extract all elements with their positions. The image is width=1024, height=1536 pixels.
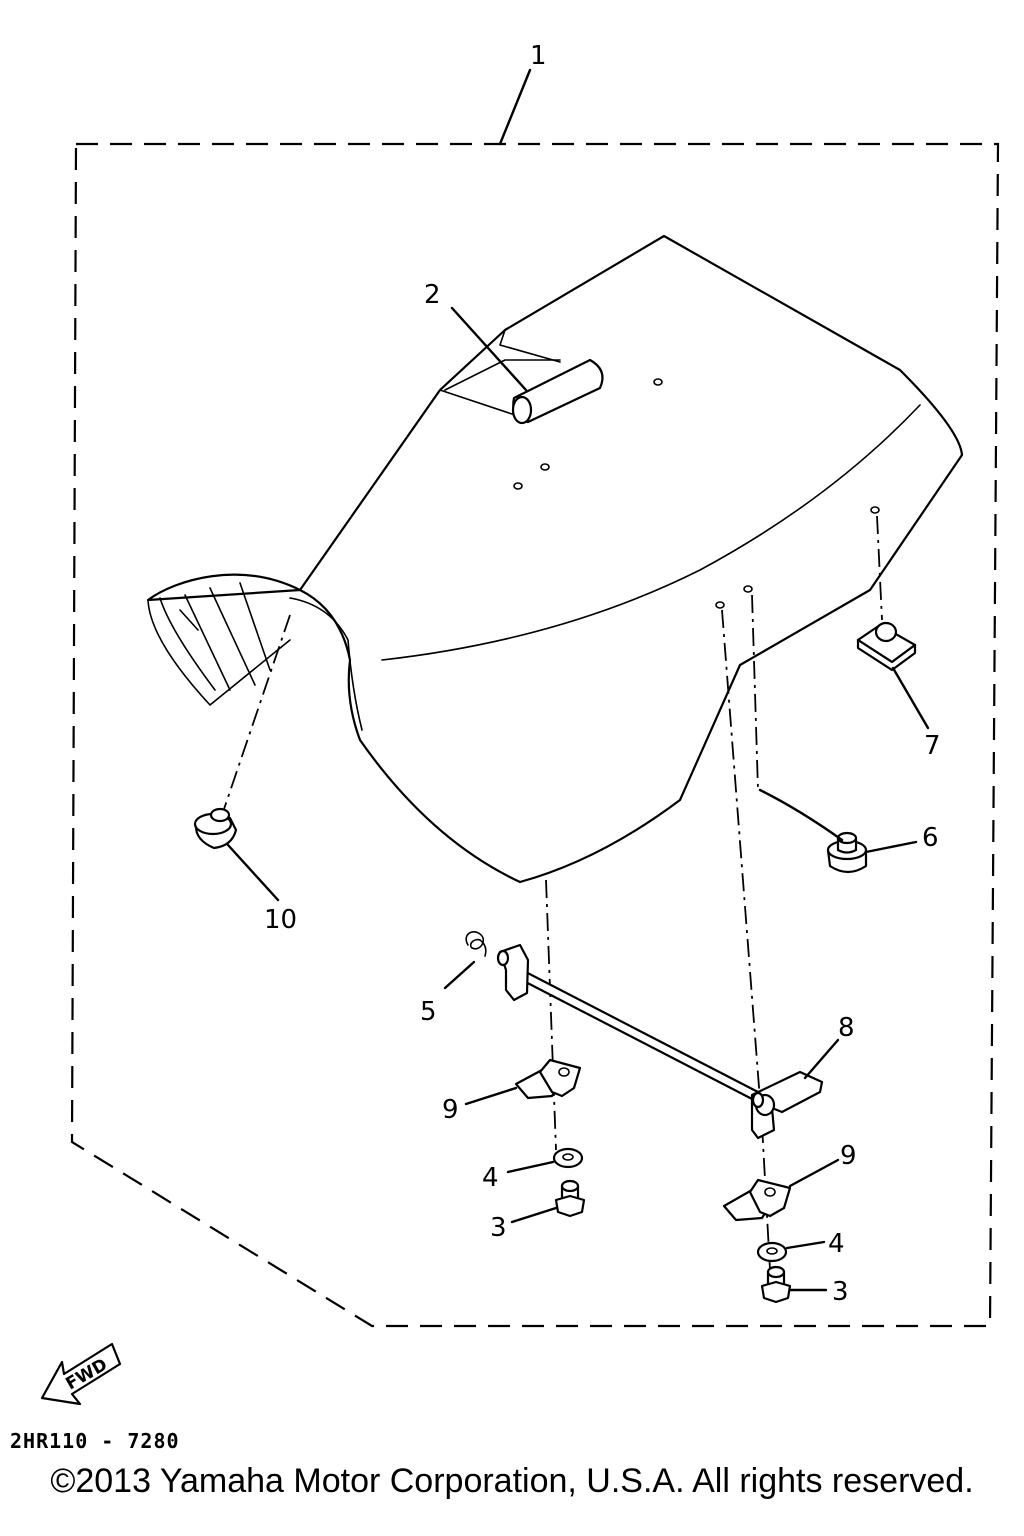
clip-nut bbox=[856, 621, 917, 672]
callout-2: 2 bbox=[424, 280, 441, 310]
axis-line-rod bbox=[721, 609, 761, 1101]
leader-6 bbox=[758, 788, 844, 842]
callout-5: 5 bbox=[420, 997, 437, 1027]
callout-8: 8 bbox=[838, 1013, 855, 1043]
axis-line-left-bracket bbox=[545, 879, 557, 1151]
seat bbox=[146, 234, 964, 884]
callout-3b: 3 bbox=[832, 1277, 849, 1307]
axis-line-7 bbox=[876, 515, 883, 621]
washer-left bbox=[552, 1147, 584, 1169]
bolt-right bbox=[760, 1265, 792, 1304]
callout-7: 7 bbox=[924, 731, 941, 761]
leader-3a bbox=[510, 1206, 558, 1224]
leader-4a bbox=[506, 1160, 555, 1174]
callout-4a: 4 bbox=[482, 1163, 499, 1193]
leader-6b bbox=[864, 840, 918, 854]
axis-line-10 bbox=[221, 614, 291, 816]
leader-10 bbox=[226, 843, 280, 902]
bolt-left bbox=[554, 1179, 586, 1218]
damper bbox=[826, 831, 868, 874]
leader-2 bbox=[450, 306, 528, 392]
leader-8 bbox=[803, 1038, 840, 1080]
callout-9a: 9 bbox=[442, 1095, 459, 1125]
drawing-code: 2HR110 - 7280 bbox=[10, 1429, 180, 1453]
leader-1 bbox=[498, 68, 532, 146]
leader-9b bbox=[788, 1158, 840, 1188]
callout-4b: 4 bbox=[828, 1229, 845, 1259]
assembly-boundary bbox=[70, 142, 1000, 1328]
washer-right bbox=[756, 1241, 788, 1263]
callout-1: 1 bbox=[530, 41, 547, 71]
bumper bbox=[193, 807, 238, 850]
forward-arrow-icon: FWD bbox=[40, 1342, 122, 1406]
leader-7 bbox=[891, 666, 930, 730]
leader-4b bbox=[785, 1240, 826, 1250]
callout-6: 6 bbox=[922, 823, 939, 853]
callout-3a: 3 bbox=[490, 1213, 507, 1243]
seat-lock-rod bbox=[496, 943, 824, 1140]
callout-9b: 9 bbox=[840, 1141, 857, 1171]
leader-9a bbox=[464, 1086, 518, 1106]
callout-10: 10 bbox=[264, 905, 297, 935]
copyright-notice: ©2013 Yamaha Motor Corporation, U.S.A. A… bbox=[50, 1462, 974, 1500]
leader-5 bbox=[443, 960, 476, 990]
bracket-left bbox=[514, 1058, 582, 1100]
spring bbox=[465, 930, 487, 957]
bracket-right bbox=[722, 1178, 792, 1222]
